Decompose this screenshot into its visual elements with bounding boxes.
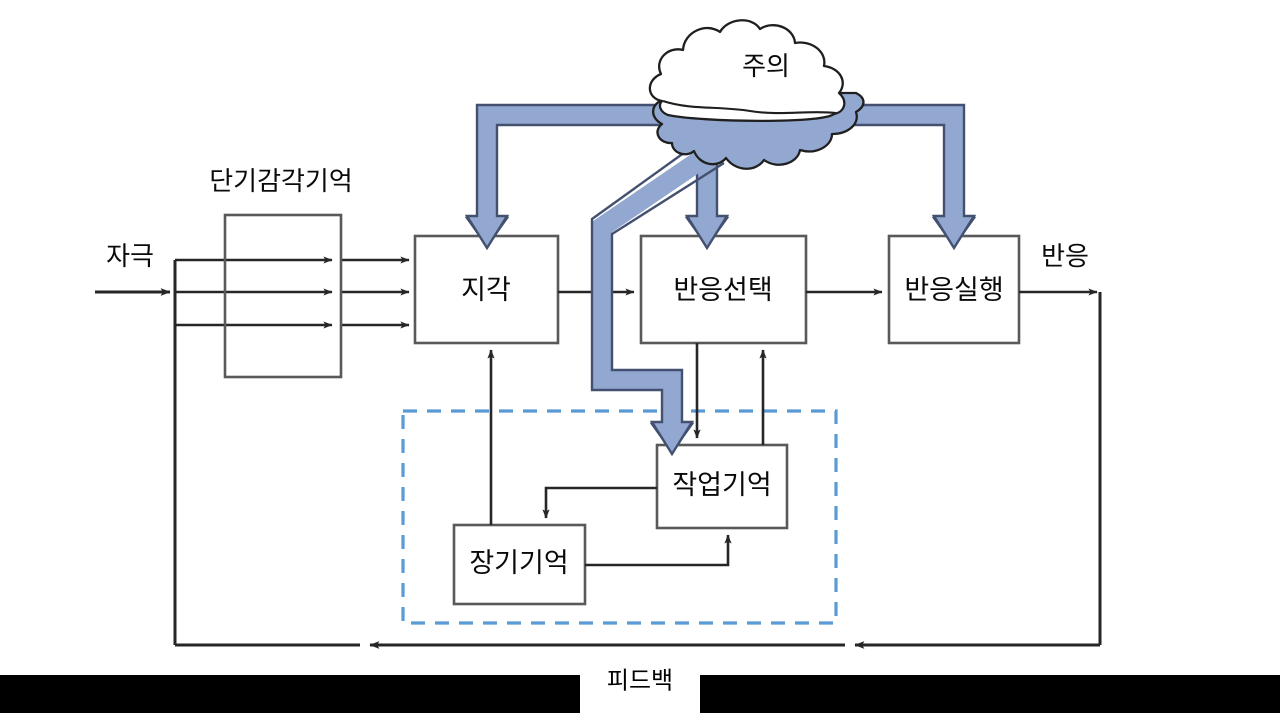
attention-outline-response-execution [845, 103, 977, 251]
response-selection-box [639, 234, 808, 345]
attention-cloud-label: 주의 [742, 51, 790, 81]
long-term-memory-label: 장기기억 [469, 548, 568, 578]
edge-longterm-to-working [585, 534, 732, 567]
cloud-upper-lobe [648, 19, 846, 123]
perception-box [413, 234, 560, 345]
perception-label: 지각 [461, 275, 511, 305]
attention-shaft-working-memory [592, 141, 721, 428]
working-memory-label: 작업기억 [672, 470, 771, 500]
attention-outline-perception [464, 103, 690, 251]
sensory-memory-box [223, 213, 343, 379]
attention-shaft-response-execution [845, 105, 964, 222]
sensory-memory-label: 단기감각기억 [209, 166, 353, 196]
working-memory-box [655, 443, 789, 530]
stimulus-label: 자극 [106, 241, 154, 271]
memory-group-dashed-box [401, 409, 838, 625]
attention-head-perception [467, 216, 507, 248]
attention-outline-working-memory [590, 136, 725, 457]
attention-shaft-perception [477, 105, 690, 222]
cloud-divider-line [662, 100, 837, 115]
attention-cloud: 주의 [648, 19, 865, 170]
edge-working-to-longterm [542, 486, 657, 519]
bottom-bar-left [0, 675, 580, 713]
response-execution-box [887, 234, 1021, 345]
bottom-bar-right [700, 675, 1280, 713]
response-selection-label: 반응선택 [673, 275, 772, 305]
attention-head-response-selection [687, 216, 727, 248]
response-label: 반응 [1041, 241, 1089, 271]
feedback-label: 피드백 [607, 667, 673, 694]
long-term-memory-box [452, 523, 587, 606]
attention-head-response-execution [934, 216, 974, 248]
attention-outline-response-selection [684, 132, 730, 251]
attention-head-working-memory [652, 422, 692, 454]
response-execution-label: 반응실행 [904, 275, 1003, 305]
